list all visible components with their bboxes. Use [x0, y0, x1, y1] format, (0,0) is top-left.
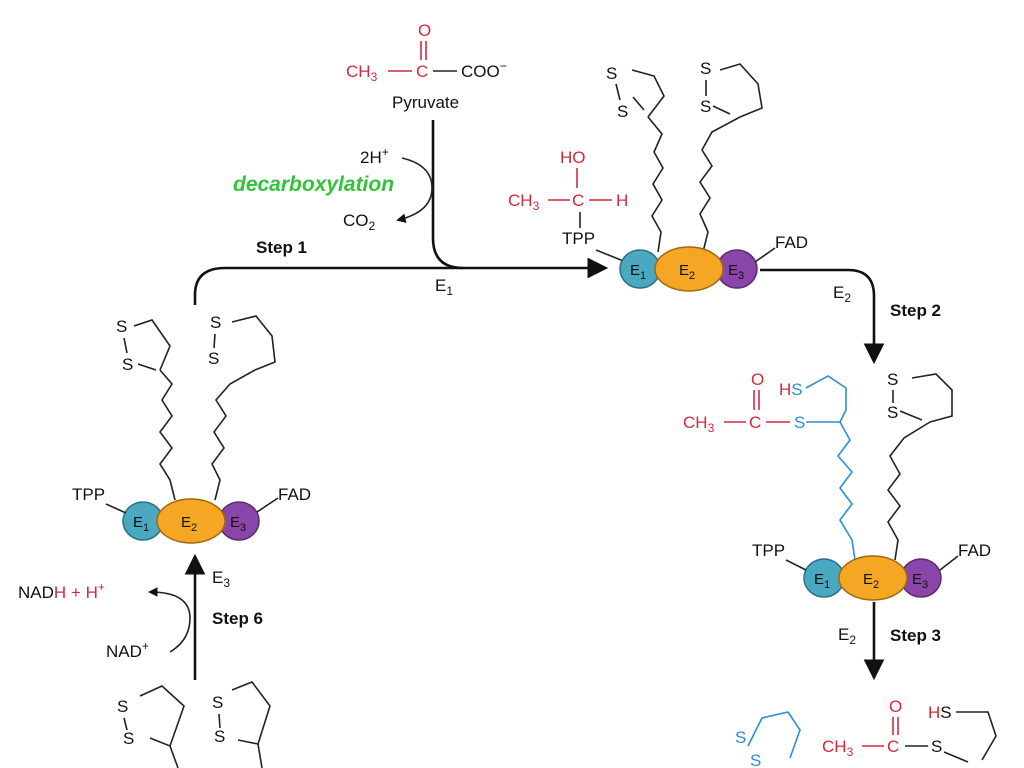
step1-group: 2H+ decarboxylation CO2 Step 1 E1: [193, 120, 609, 305]
bottom-acetyl-oxygen: O: [889, 697, 902, 716]
step1-label: Step 1: [256, 238, 307, 257]
bottom-left-s3: S: [212, 693, 223, 712]
acetyl-oxygen: O: [751, 370, 764, 389]
e1-label-left: E1: [133, 514, 149, 534]
step6-group: E3 Step 6 NADH + H+ NAD+: [18, 553, 263, 680]
step3-label: Step 3: [890, 626, 941, 645]
lipoyl2-s2: S: [700, 97, 711, 116]
bottom-blue-s1: S: [735, 728, 746, 747]
lipoyl1-s1: S: [606, 64, 617, 83]
reduced-thiol-h: HS: [779, 380, 803, 399]
pyruvate-carboxylate: COO−: [461, 59, 507, 81]
lipoyl1-s2: S: [617, 102, 628, 121]
complex-oxidized: S S S S E1 E2 E3 TPP FAD: [72, 313, 311, 544]
left-lipoyl2-s1: S: [210, 313, 221, 332]
step6-label: Step 6: [212, 609, 263, 628]
lipoyl-right-s2: S: [887, 403, 898, 422]
step2-group: E2 Step 2: [760, 268, 941, 365]
bottom-left-s1: S: [117, 697, 128, 716]
tpp-label-right: TPP: [752, 541, 785, 560]
co2-output: CO2: [343, 211, 376, 233]
bottom-acetyl-methyl: CH3: [822, 737, 854, 759]
bottom-acetyl-s: S: [931, 737, 942, 756]
fad-label-right: FAD: [958, 541, 991, 560]
hydroxyethyl-methyl: CH3: [508, 191, 540, 213]
left-lipoyl1-s2: S: [122, 355, 133, 374]
lipoyl2-s1: S: [700, 59, 711, 78]
step1-arrow: [193, 257, 609, 305]
lipoyl-right-s1: S: [887, 370, 898, 389]
e3-label-top: E3: [728, 262, 744, 282]
bottom-thiol: HS: [928, 703, 952, 722]
step3-group: E2 Step 3: [838, 602, 941, 681]
bottom-left-s2: S: [123, 729, 134, 748]
e2-subunit-right: [838, 555, 908, 601]
e3-label-left: E3: [230, 514, 246, 534]
left-lipoyl2-s2: S: [208, 349, 219, 368]
pyruvate-carbonyl-carbon: C: [416, 62, 428, 81]
hydroxyethyl-carbon: C: [572, 191, 584, 210]
nadh-product: NADH + H+: [18, 580, 105, 602]
bottom-acetyl-carbon: C: [887, 737, 899, 756]
complex-hydroxyethyl-tpp: HO CH3 C H TPP S S S S E1 E2 E3 FAD: [508, 59, 808, 292]
bottom-left-s4: S: [214, 727, 225, 746]
pyruvate-structure: O CH3 C COO− Pyruvate: [346, 21, 507, 112]
e1-label-right: E1: [814, 571, 830, 591]
fad-label-top: FAD: [775, 233, 808, 252]
hydroxyethyl-hydroxyl: HO: [560, 148, 586, 167]
complex-acetyl-lipoamide: O CH3 C S HS S S E1 E2 E3 TPP FAD: [683, 370, 991, 601]
tpp-label-left: TPP: [72, 485, 105, 504]
proton-input: 2H+: [360, 145, 389, 167]
hydroxyethyl-hydrogen: H: [616, 191, 628, 210]
step6-enzyme: E3: [212, 568, 230, 590]
bottom-blue-s2: S: [750, 751, 761, 768]
pyruvate-label: Pyruvate: [392, 93, 459, 112]
e1-label-top: E1: [630, 262, 646, 282]
acetyl-thioester-s: S: [794, 413, 805, 432]
e2-subunit-left: [156, 498, 226, 544]
pyruvate-oxygen: O: [418, 21, 431, 40]
pyruvate-feed-line: [431, 120, 464, 270]
e2-subunit-top: [654, 246, 724, 292]
step3-enzyme: E2: [838, 625, 856, 647]
nad-input: NAD+: [106, 639, 149, 661]
bottom-left-lipoyl: S S S S: [117, 681, 271, 768]
pyruvate-methyl: CH3: [346, 62, 378, 84]
step2-enzyme: E2: [833, 283, 851, 305]
e2-label-right: E2: [863, 571, 879, 591]
e2-label-top: E2: [679, 262, 695, 282]
step2-label: Step 2: [890, 301, 941, 320]
step2-arrow: [760, 268, 885, 365]
acetyl-carbonyl-carbon: C: [749, 413, 761, 432]
nad-reduction-curve: [148, 587, 191, 653]
fad-label-left: FAD: [278, 485, 311, 504]
decarboxylation-label: decarboxylation: [233, 173, 394, 196]
e3-label-right: E3: [912, 571, 928, 591]
left-lipoyl1-s1: S: [116, 317, 127, 336]
tpp-label-top: TPP: [562, 229, 595, 248]
decarboxylation-curve: [396, 157, 433, 223]
bottom-right-products: S S O CH3 C S HS: [735, 697, 997, 768]
e2-label-left: E2: [181, 514, 197, 534]
step1-enzyme: E1: [435, 276, 453, 298]
acetyl-methyl: CH3: [683, 413, 715, 435]
